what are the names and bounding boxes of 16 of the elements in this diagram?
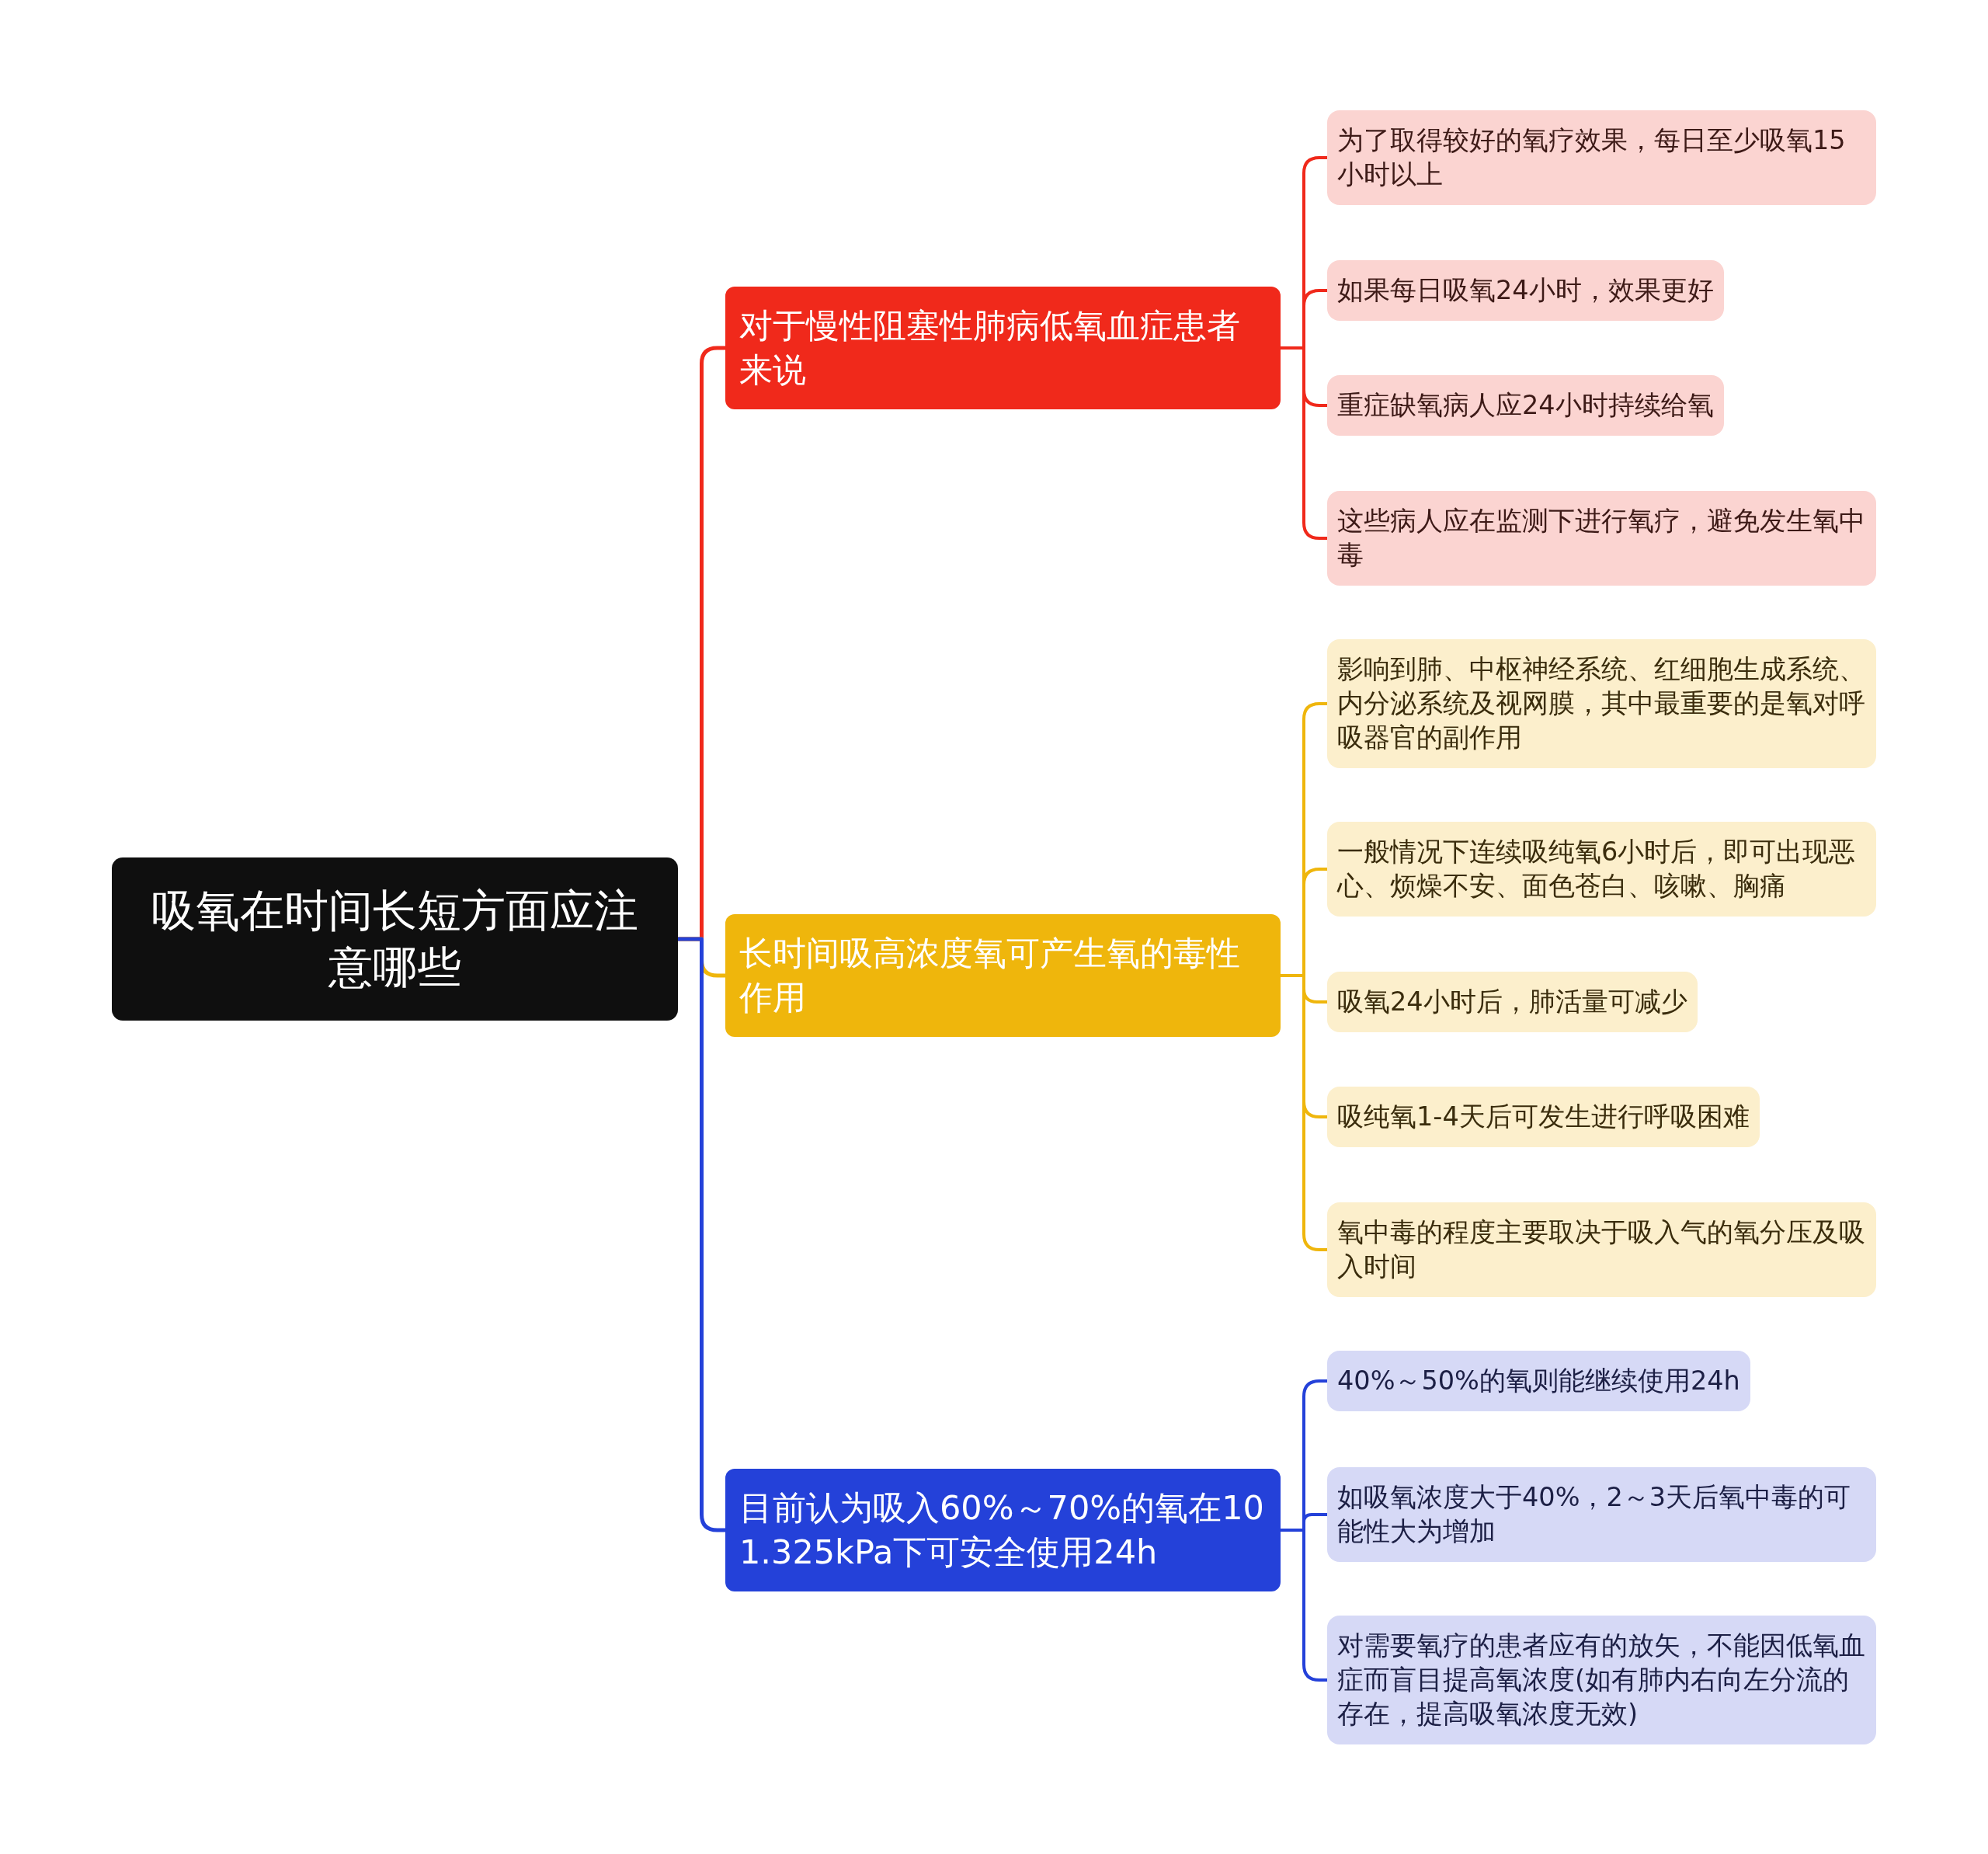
subtopic-box: 40%～50%的氧则能继续使用24h	[1327, 1351, 1750, 1411]
subtopic-box: 一般情况下连续吸纯氧6小时后，即可出现恶心、烦燥不安、面色苍白、咳嗽、胸痛	[1327, 822, 1876, 917]
subtopic-box: 影响到肺、中枢神经系统、红细胞生成系统、内分泌系统及视网膜，其中最重要的是氧对呼吸器官的副作用	[1327, 639, 1876, 768]
subtopic-box: 吸纯氧1-4天后可发生进行呼吸困难	[1327, 1087, 1760, 1147]
subtopic-box: 这些病人应在监测下进行氧疗，避免发生氧中毒	[1327, 491, 1876, 586]
subtopic-box: 为了取得较好的氧疗效果，每日至少吸氧15小时以上	[1327, 110, 1876, 205]
branch-topic-box: 目前认为吸入60%～70%的氧在101.325kPa下可安全使用24h	[725, 1469, 1281, 1591]
branch-topic-box: 对于慢性阻塞性肺病低氧血症患者来说	[725, 287, 1281, 409]
subtopic-box: 氧中毒的程度主要取决于吸入气的氧分压及吸入时间	[1327, 1202, 1876, 1297]
subtopic-box: 如果每日吸氧24小时，效果更好	[1327, 260, 1724, 321]
subtopic-box: 重症缺氧病人应24小时持续给氧	[1327, 375, 1724, 436]
branch-topic-box: 长时间吸高浓度氧可产生氧的毒性作用	[725, 914, 1281, 1037]
subtopic-box: 对需要氧疗的患者应有的放矢，不能因低氧血症而盲目提高氧浓度(如有肺内右向左分流的存在，提高吸氧浓度无效)	[1327, 1616, 1876, 1744]
central-topic-box: 吸氧在时间长短方面应注意哪些	[112, 857, 678, 1021]
subtopic-box: 如吸氧浓度大于40%，2～3天后氧中毒的可能性大为增加	[1327, 1467, 1876, 1562]
subtopic-box: 吸氧24小时后，肺活量可减少	[1327, 972, 1698, 1032]
